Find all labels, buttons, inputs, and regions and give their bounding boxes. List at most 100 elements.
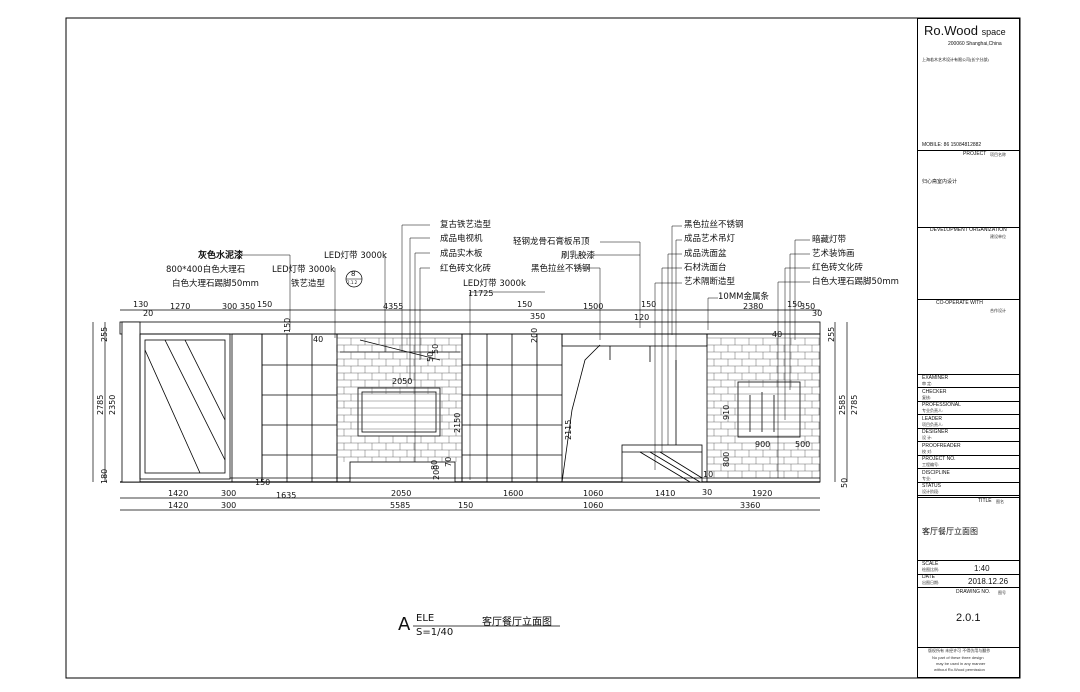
dimension-label: 150 [458, 501, 474, 510]
callout-wood-board: 成品实木板 [440, 249, 483, 259]
dimension-lines [92, 309, 848, 511]
role-divider [918, 441, 1019, 442]
dimension-label: 30 [702, 488, 713, 497]
caption-title: 客厅餐厅立面图 [482, 617, 552, 628]
dimension-label: 900 [755, 440, 771, 449]
callout-basin: 成品洗面盆 [684, 249, 727, 259]
dimension-label: 130 [133, 300, 149, 309]
role-label-cn: 项目负责人: [922, 421, 944, 427]
callout-art-partition: 艺术隔断造型 [684, 277, 736, 287]
title-label-cn: 图名 [996, 499, 1004, 504]
scale-value: 1:40 [974, 564, 990, 573]
callout-red-brick-b: 红色砖文化砖 [812, 263, 864, 273]
role-label-cn: 工程编号: [922, 462, 940, 467]
callout-marble-skirting-b: 白色大理石踢脚50mm [812, 277, 899, 287]
dimension-label: 80 [430, 459, 439, 470]
scale-label: SCALE [922, 561, 939, 567]
caption-ele: ELE [416, 613, 435, 624]
date-value: 2018.12.26 [968, 577, 1009, 586]
dimension-label: 1410 [655, 489, 676, 498]
role-divider [918, 387, 1019, 388]
copyright-cn: 版权所有 未经许可 不得仿用与翻抄 [928, 648, 991, 653]
callout-marble-skirting: 白色大理石踢脚50mm [172, 279, 259, 289]
dimension-label: 2050 [391, 489, 412, 498]
callout-red-brick: 红色砖文化砖 [440, 264, 492, 274]
dimension-label: 30 [812, 309, 823, 318]
dimension-label: 40 [772, 330, 783, 339]
title-block: Ro.Wood space 200060 Shanghai,China 上海若木… [917, 18, 1020, 678]
caption-scale: S=1/40 [416, 627, 454, 638]
dimension-label: 255 [100, 326, 109, 342]
dimension-label: 40 [313, 335, 324, 344]
dimension-label: 4355 [383, 302, 404, 311]
dimension-label: 1920 [752, 489, 773, 498]
role-label-cn: 复核: [922, 394, 932, 400]
role-label-cn: 校 对: [922, 448, 933, 454]
role-label-cn: 审 定: [922, 381, 933, 386]
brick-pattern [336, 337, 820, 478]
dimension-label: 2150 [453, 412, 462, 433]
role-label: STATUS [922, 483, 941, 489]
dimension-label: 50 [431, 343, 440, 354]
detail-bubble-sheet: 2.1.2 [347, 280, 358, 285]
copyright-en-2: may be used in any manner [936, 661, 986, 666]
dimension-label: 150 [283, 317, 292, 333]
project-label: PROJECT [963, 151, 987, 157]
dimension-label: 150 [255, 478, 271, 487]
callout-black-steel-a: 黑色拉丝不锈钢 [531, 264, 591, 274]
dimension-label: 2050 [392, 377, 413, 386]
callout-hidden-light: 暗藏灯带 [812, 235, 847, 245]
scale-label-cn: 绘图比例: [922, 567, 940, 572]
callout-iron-retro: 复古铁艺造型 [440, 220, 492, 230]
callout-black-steel-b: 黑色拉丝不锈钢 [684, 220, 744, 230]
dimension-label: 300 [221, 489, 237, 498]
dev-org-cn: 建设单位 [990, 234, 1006, 239]
coop-label: CO-OPERATE WITH [936, 300, 983, 306]
role-divider [918, 414, 1019, 415]
dimension-label: 20 [143, 309, 154, 318]
dimension-label: 1420 [168, 489, 189, 498]
title-label: TITLE [978, 498, 992, 504]
callout-led-c: LED灯带 3000k [463, 279, 526, 289]
dimension-label: 120 [634, 313, 650, 322]
dev-org-label: DEVELOPMENT ORGANIZATION [930, 227, 1007, 233]
company-name: 上海若木艺术设计有限公司(长宁分部) [922, 57, 989, 62]
callout-latex-paint: 刷乳胶漆 [561, 251, 596, 261]
sheet-border [65, 17, 1021, 679]
dimension-label: 800 [722, 451, 731, 467]
dimension-label: 350 [240, 302, 256, 311]
dimension-label: 2350 [108, 394, 117, 415]
callout-grey-paint: 灰色水泥漆 [198, 251, 244, 261]
dimension-label: 2785 [850, 394, 859, 415]
dimension-label: 910 [722, 404, 731, 420]
role-label-cn: 设计阶段: [922, 489, 940, 494]
date-label: DATE [922, 574, 935, 580]
callout-art-pendant: 成品艺术吊灯 [684, 234, 736, 244]
role-divider [918, 481, 1019, 483]
dimension-label: 1060 [583, 489, 604, 498]
callout-marble-800x400: 800*400白色大理石 [166, 265, 246, 275]
copyright-en-3: without Ro.Wood permission [934, 667, 985, 672]
role-divider [918, 468, 1019, 469]
role-label: CHECKER [922, 388, 947, 395]
dimension-label: 50 [840, 477, 849, 488]
role-label: PROOFREADER [922, 442, 961, 449]
callout-iron-shape: 铁艺造型 [291, 279, 326, 289]
mobile: MOBILE: 86 15084812882 [922, 142, 982, 148]
role-label: PROJECT NO. [922, 456, 956, 462]
dimension-label: 2115 [564, 419, 573, 440]
coop-cn: 合作设计 [990, 308, 1006, 313]
role-label: LEADER [922, 415, 943, 422]
role-divider [918, 400, 1019, 402]
role-label: DESIGNER [922, 429, 949, 435]
dimension-label: 200 [530, 327, 539, 343]
dimension-label: 2380 [743, 302, 764, 311]
dimension-label: 150 [641, 300, 657, 309]
role-divider [918, 427, 1019, 429]
dimension-label: 350 [800, 302, 816, 311]
role-label: DISCIPLINE [922, 469, 950, 476]
dimension-label: 5585 [390, 501, 411, 510]
callout-metal-strip: 10MM金属条 [718, 292, 769, 302]
detail-bubble-number: 8 [351, 270, 356, 278]
